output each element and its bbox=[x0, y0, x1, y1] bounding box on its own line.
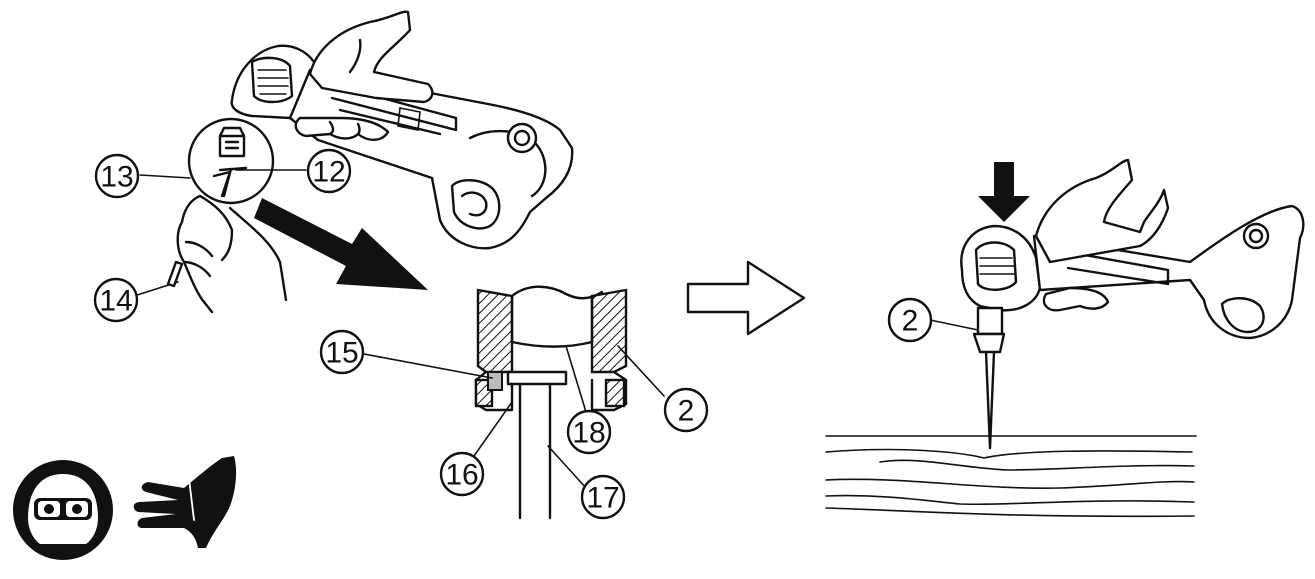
callout-2-section: 2 bbox=[663, 387, 709, 433]
callout-14-label: 14 bbox=[99, 285, 132, 318]
callout-13-label: 13 bbox=[100, 161, 133, 194]
leader-18 bbox=[565, 345, 587, 413]
leader-13 bbox=[139, 174, 191, 179]
callout-2-drill: 2 bbox=[887, 297, 933, 343]
eye-protection-icon bbox=[13, 460, 113, 560]
leader-2-section bbox=[617, 345, 665, 397]
callout-16: 16 bbox=[439, 451, 485, 497]
press-down-arrow bbox=[978, 162, 1030, 222]
callout-15-label: 15 bbox=[325, 337, 358, 370]
leader-16 bbox=[473, 401, 513, 457]
wood-surface bbox=[825, 435, 1197, 518]
drill-right bbox=[960, 158, 1305, 450]
callout-12: 12 bbox=[306, 148, 352, 194]
leader-15 bbox=[363, 353, 493, 379]
chuck-section-view bbox=[474, 285, 628, 520]
hand-injury-warning-icon bbox=[133, 456, 237, 548]
leader-17 bbox=[547, 445, 587, 489]
callout-18-label: 18 bbox=[572, 417, 605, 450]
callout-2-section-label: 2 bbox=[678, 395, 695, 428]
callout-2-drill-label: 2 bbox=[902, 305, 919, 338]
callout-18: 18 bbox=[566, 409, 612, 455]
insert-direction-arrow bbox=[254, 198, 428, 290]
drill-left bbox=[230, 10, 574, 250]
callout-17-label: 17 bbox=[586, 482, 619, 515]
next-step-arrow bbox=[686, 260, 806, 336]
callout-13: 13 bbox=[94, 153, 140, 199]
callout-12-label: 12 bbox=[312, 156, 345, 189]
hand-holding-bit bbox=[166, 194, 288, 314]
callout-16-label: 16 bbox=[445, 459, 478, 492]
callout-14: 14 bbox=[93, 277, 139, 323]
leader-2-drill bbox=[929, 319, 979, 331]
callout-15: 15 bbox=[319, 329, 365, 375]
callout-17: 17 bbox=[580, 474, 626, 520]
bit-detail-magnifier bbox=[187, 117, 275, 205]
